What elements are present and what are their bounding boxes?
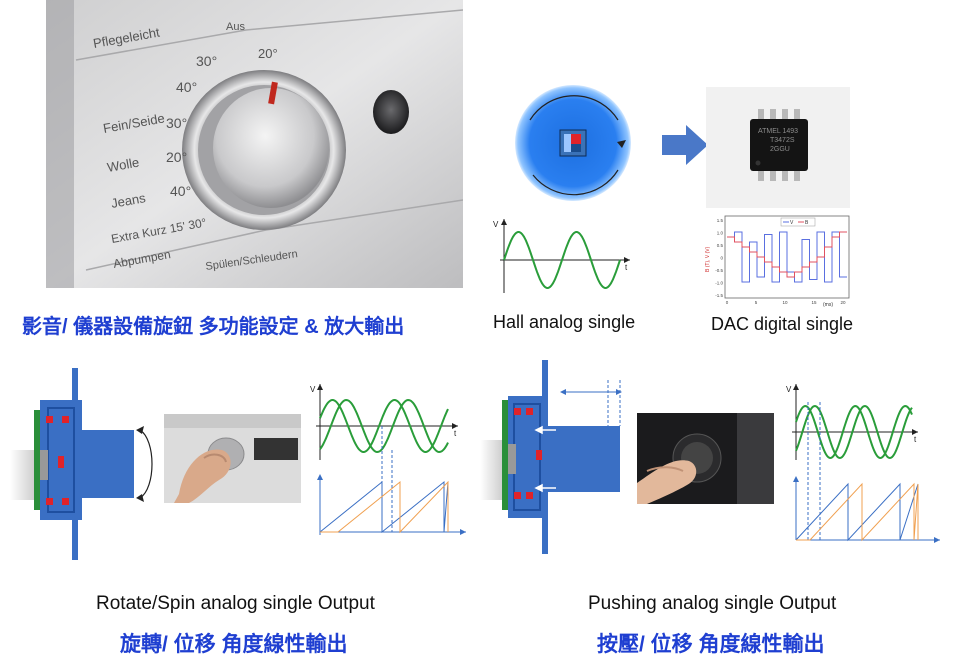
caption-push: Pushing analog single Output [588, 593, 837, 614]
dac-ytick-label: 0 [720, 256, 723, 261]
dac-legend-v: V [790, 220, 794, 226]
hall-sine-plot: V t [490, 215, 635, 295]
push-axis-t: t [914, 435, 917, 444]
chip-marking-2: T3472S [770, 137, 795, 144]
hall-sensor-disc [508, 80, 638, 210]
label-temp-40b: 40° [170, 183, 191, 199]
axis-t-label: t [625, 263, 628, 272]
caption-dac: DAC digital single [711, 314, 854, 334]
dac-ylabel: B (T), V (V) [705, 246, 711, 272]
dac-xtick-label: 10 [782, 300, 788, 305]
dac-ytick-label: 1.5 [717, 218, 724, 223]
hand-rotating-knob-photo [164, 414, 301, 503]
dac-xtick-label: 5 [755, 300, 758, 305]
label-temp-40: 40° [176, 79, 197, 95]
caption-rotate: Rotate/Spin analog single Output [96, 593, 375, 614]
dac-xlabel: (ms) [823, 302, 833, 308]
rotate-sensor-diagram [10, 360, 160, 565]
label-temp-20: 20° [166, 149, 187, 165]
washer-dial-photo: Pflegeleicht Aus 30° 40° Fein/Seide 30° … [46, 0, 464, 288]
push-sawtooth-blue [795, 482, 919, 542]
label-aus: Aus [226, 21, 245, 33]
caption-top-left-zh: 影音/ 儀器設備旋鈕 多功能設定 & 放大輸出 [22, 316, 405, 338]
label-wolle: Wolle [106, 155, 140, 175]
rotate-signal-plots: V t [308, 380, 468, 540]
push-sine-1 [795, 404, 913, 460]
label-temp-30b: 30° [166, 115, 187, 131]
dac-series-b [727, 231, 847, 278]
dac-ytick-label: 0.5 [717, 243, 724, 248]
caption-hall: Hall analog single [493, 312, 636, 332]
dac-ytick-label: -0.5 [715, 268, 723, 273]
dac-chart: 1.5 1.0 0.5 0 -0.5 -1.0 -1.5 0 5 10 15 20 B (T), V… [703, 212, 853, 310]
label-jeans: Jeans [110, 190, 147, 211]
arrow-right-icon [660, 125, 710, 165]
dac-ytick-label: -1.5 [715, 293, 723, 298]
push-sawtooth-orange [796, 482, 919, 542]
rotate-sine-1 [319, 399, 449, 453]
rotate-sawtooth-blue [319, 480, 449, 534]
push-sensor-diagram [480, 360, 630, 565]
label-temp-30: 30° [196, 53, 217, 69]
chip-marking-3: 2GGU [770, 146, 790, 153]
push-sine-2 [795, 404, 913, 460]
dac-ytick-label: -1.0 [715, 281, 723, 286]
caption-push-zh: 按壓/ 位移 角度線性輸出 [597, 633, 825, 656]
hand-pushing-knob-photo [637, 413, 774, 504]
dac-xtick-label: 15 [811, 300, 817, 305]
chip-marking-1: ATMEL 1493 [758, 128, 798, 135]
push-axis-v: V [786, 385, 792, 394]
dac-xtick-label: 0 [726, 300, 729, 305]
label-temp-20-top: 20° [258, 46, 278, 61]
dac-series-v [727, 231, 847, 283]
caption-rotate-zh: 旋轉/ 位移 角度線性輸出 [120, 633, 348, 656]
push-signal-plots: V t [784, 380, 944, 545]
side-button [373, 90, 409, 134]
dac-ytick-label: 1.0 [717, 231, 724, 236]
dac-xtick-label: 20 [840, 300, 846, 305]
rotate-axis-v: V [310, 385, 316, 394]
rotate-sine-2 [319, 398, 449, 454]
chip-photo: ATMEL 1493 T3472S 2GGU [706, 87, 850, 208]
dial-knob [213, 88, 329, 208]
axis-v-label: V [493, 220, 499, 229]
sine-wave [503, 231, 621, 289]
rotate-axis-t: t [454, 429, 457, 438]
rotate-sawtooth-orange [320, 480, 449, 534]
dac-legend-b: B [805, 220, 809, 226]
